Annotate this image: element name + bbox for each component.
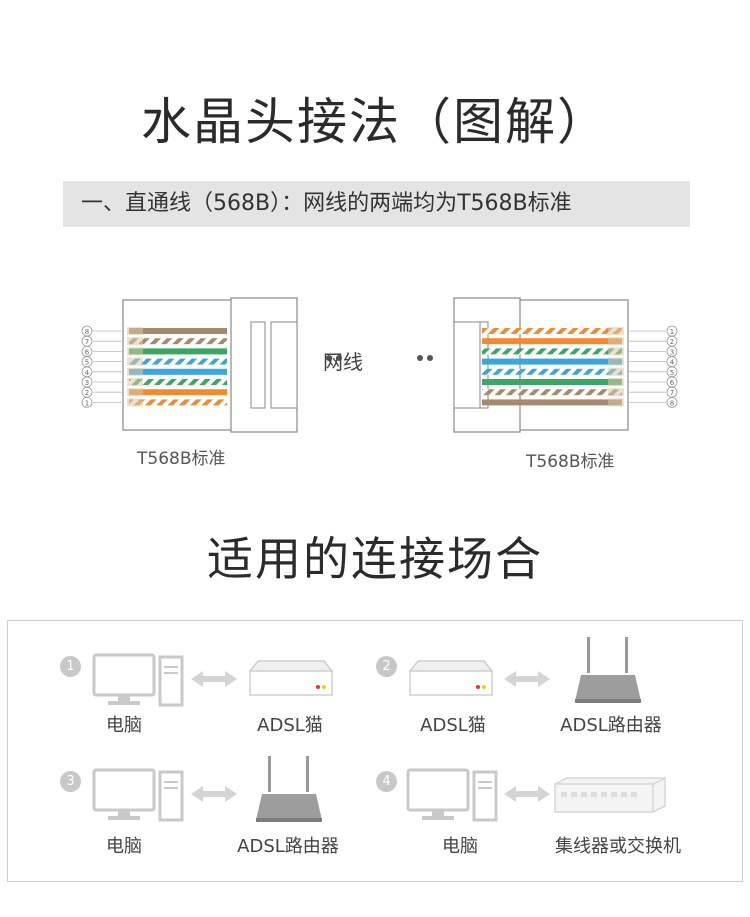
pin-number: 3 [85,379,89,387]
computer-icon [92,653,184,707]
cable-dots-left [326,355,342,361]
computer-icon [406,768,498,822]
router-icon [256,756,322,822]
adsl-modem-icon [248,660,334,696]
scenario-left-label: 电脑 [442,836,478,857]
cable-label: 网线 [323,350,363,374]
banner-text: 一、直通线（568B）：网线的两端均为T568B标准 [81,191,572,216]
scenario-number: 4 [376,771,397,792]
wiring-diagram: 8 7 6 5 4 3 2 1 1 2 3 4 5 6 7 8 [81,297,678,433]
connector-right-label: T568B标准 [526,452,615,472]
right-connector: 1 2 3 4 5 6 7 8 [453,297,678,433]
pin-number: 6 [85,348,90,356]
pin-number: 1 [85,399,89,407]
double-arrow-icon [191,671,237,687]
left-connector: 8 7 6 5 4 3 2 1 [81,297,298,433]
computer-icon [92,768,184,822]
scenario-right-label: ADSL路由器 [560,715,662,736]
scenarios-panel: 1 电脑 ADSL猫 2 ADSL猫 ADSL路由器 3 [7,620,743,882]
connector-left-label: T568B标准 [137,449,226,469]
double-arrow-icon [191,786,237,802]
double-arrow-icon [504,671,550,687]
pin-number: 7 [670,389,674,397]
scenario-number: 2 [376,656,397,677]
pin-number: 6 [670,379,675,387]
scenario-number: 1 [60,656,81,677]
pin-number: 7 [85,338,89,346]
pin-number: 3 [670,348,674,356]
scenario-number: 3 [60,771,81,792]
double-arrow-icon [504,786,550,802]
section-banner: 一、直通线（568B）：网线的两端均为T568B标准 [63,181,690,227]
page-title: 水晶头接法（图解） [141,93,609,151]
pin-number: 4 [85,369,90,377]
pin-number: 8 [85,328,89,336]
pin-number: 5 [85,359,89,367]
pin-number: 4 [670,359,675,367]
pin-number: 8 [670,399,674,407]
section-title: 适用的连接场合 [207,532,543,586]
scenario-right-label: 集线器或交换机 [555,836,681,857]
cable-dots-right [417,355,433,361]
scenario-right-label: ADSL路由器 [237,836,339,857]
switch-icon [554,777,666,813]
pin-number: 2 [85,389,89,397]
scenario-left-label: 电脑 [106,715,142,736]
adsl-modem-icon [408,660,494,696]
router-icon [575,637,641,703]
pin-number: 2 [670,338,674,346]
scenario-left-label: 电脑 [106,836,142,857]
pin-number: 5 [670,369,674,377]
scenario-left-label: ADSL猫 [420,715,486,736]
pin-number: 1 [670,328,674,336]
scenario-right-label: ADSL猫 [257,715,323,736]
